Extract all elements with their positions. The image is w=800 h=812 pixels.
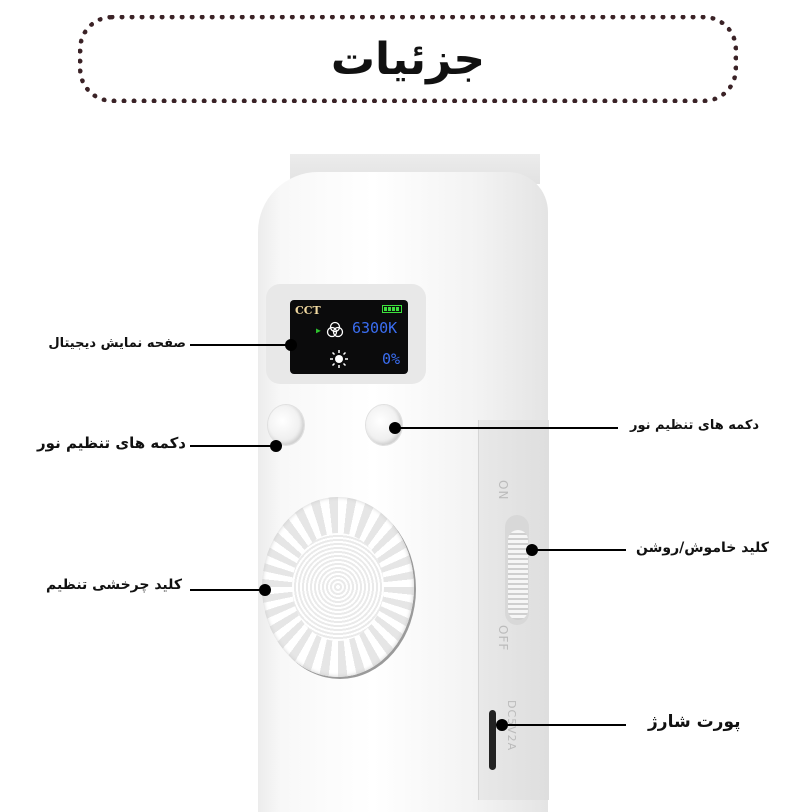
- rotary-knob-center: [292, 533, 384, 641]
- callout-label-buttons-left: دکمه های تنظیم نور: [37, 434, 186, 452]
- callout-dot-switch: [526, 544, 538, 556]
- brightness-value: 0%: [381, 350, 400, 368]
- callout-dot-buttons-right: [389, 422, 401, 434]
- battery-icon: [382, 305, 402, 313]
- rgb-circles-icon: [326, 321, 344, 338]
- arrow-right-icon: ▶: [316, 326, 321, 335]
- callout-label-display: صفحه نمایش دیجیتال: [48, 336, 186, 351]
- callout-label-buttons-right: دکمه های تنظیم نور: [630, 418, 760, 433]
- callout-label-port: پورت شارژ: [648, 712, 741, 732]
- callout-dot-knob: [259, 584, 271, 596]
- power-switch[interactable]: [508, 530, 528, 620]
- title-frame: جزئیات: [78, 15, 738, 103]
- page-title: جزئیات: [330, 34, 486, 85]
- switch-off-label: OFF: [496, 625, 510, 652]
- light-adjust-button-left[interactable]: [268, 405, 304, 445]
- digital-display: CCT ▶ 6300K 0%: [290, 300, 408, 374]
- callout-line-knob: [190, 589, 266, 591]
- callout-line-port: [500, 724, 626, 726]
- callout-label-switch: کلید خاموش/روشن: [636, 540, 769, 556]
- callout-line-display: [190, 344, 290, 346]
- switch-on-label: ON: [496, 480, 510, 501]
- callout-dot-buttons-left: [270, 440, 282, 452]
- cct-value: 6300K: [352, 319, 398, 337]
- callout-dot-display: [285, 339, 297, 351]
- charge-port: [489, 710, 496, 770]
- callout-line-buttons-right: [394, 427, 618, 429]
- screen-mode: CCT: [295, 304, 321, 317]
- rotary-knob[interactable]: [262, 497, 414, 677]
- callout-line-switch: [530, 549, 626, 551]
- sun-icon: [330, 350, 348, 368]
- callout-line-buttons-left: [190, 445, 276, 447]
- callout-label-knob: کلید چرخشی تنظیم: [45, 577, 182, 593]
- callout-dot-port: [496, 719, 508, 731]
